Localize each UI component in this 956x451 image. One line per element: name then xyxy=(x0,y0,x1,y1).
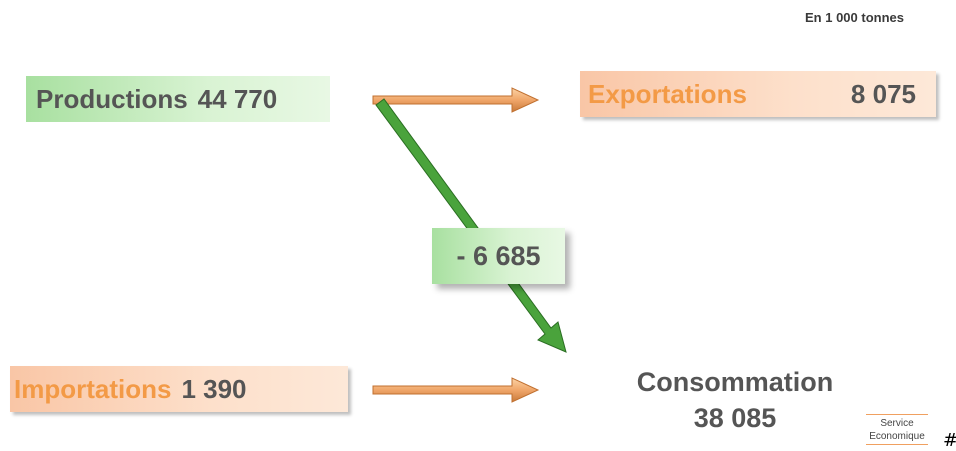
exportations-box: Exportations 8 075 xyxy=(580,71,936,117)
production-box: Productions 44 770 xyxy=(26,76,330,122)
importations-label: Importations xyxy=(14,373,172,404)
arrow-to-exportations xyxy=(372,87,540,113)
service-line-1: Service xyxy=(880,418,914,429)
importations-value: 1 390 xyxy=(181,373,247,404)
production-label: Productions xyxy=(36,83,188,114)
consommation-block: Consommation 38 085 xyxy=(600,364,870,436)
exportations-label: Exportations xyxy=(588,78,747,109)
service-line-2: Economique xyxy=(869,431,925,442)
difference-box: - 6 685 xyxy=(432,228,565,284)
arrow-to-consommation xyxy=(375,98,567,353)
exportations-value: 8 075 xyxy=(850,78,916,109)
importations-box: Importations 1 390 xyxy=(10,366,348,412)
production-value: 44 770 xyxy=(197,83,278,114)
arrow-importations xyxy=(372,377,540,403)
unit-label: En 1 000 tonnes xyxy=(805,10,904,25)
consommation-label: Consommation xyxy=(636,367,834,397)
consommation-value: 38 085 xyxy=(693,403,777,433)
hash-mark: # xyxy=(943,430,956,451)
service-economique-logo: Service Economique xyxy=(866,414,928,445)
